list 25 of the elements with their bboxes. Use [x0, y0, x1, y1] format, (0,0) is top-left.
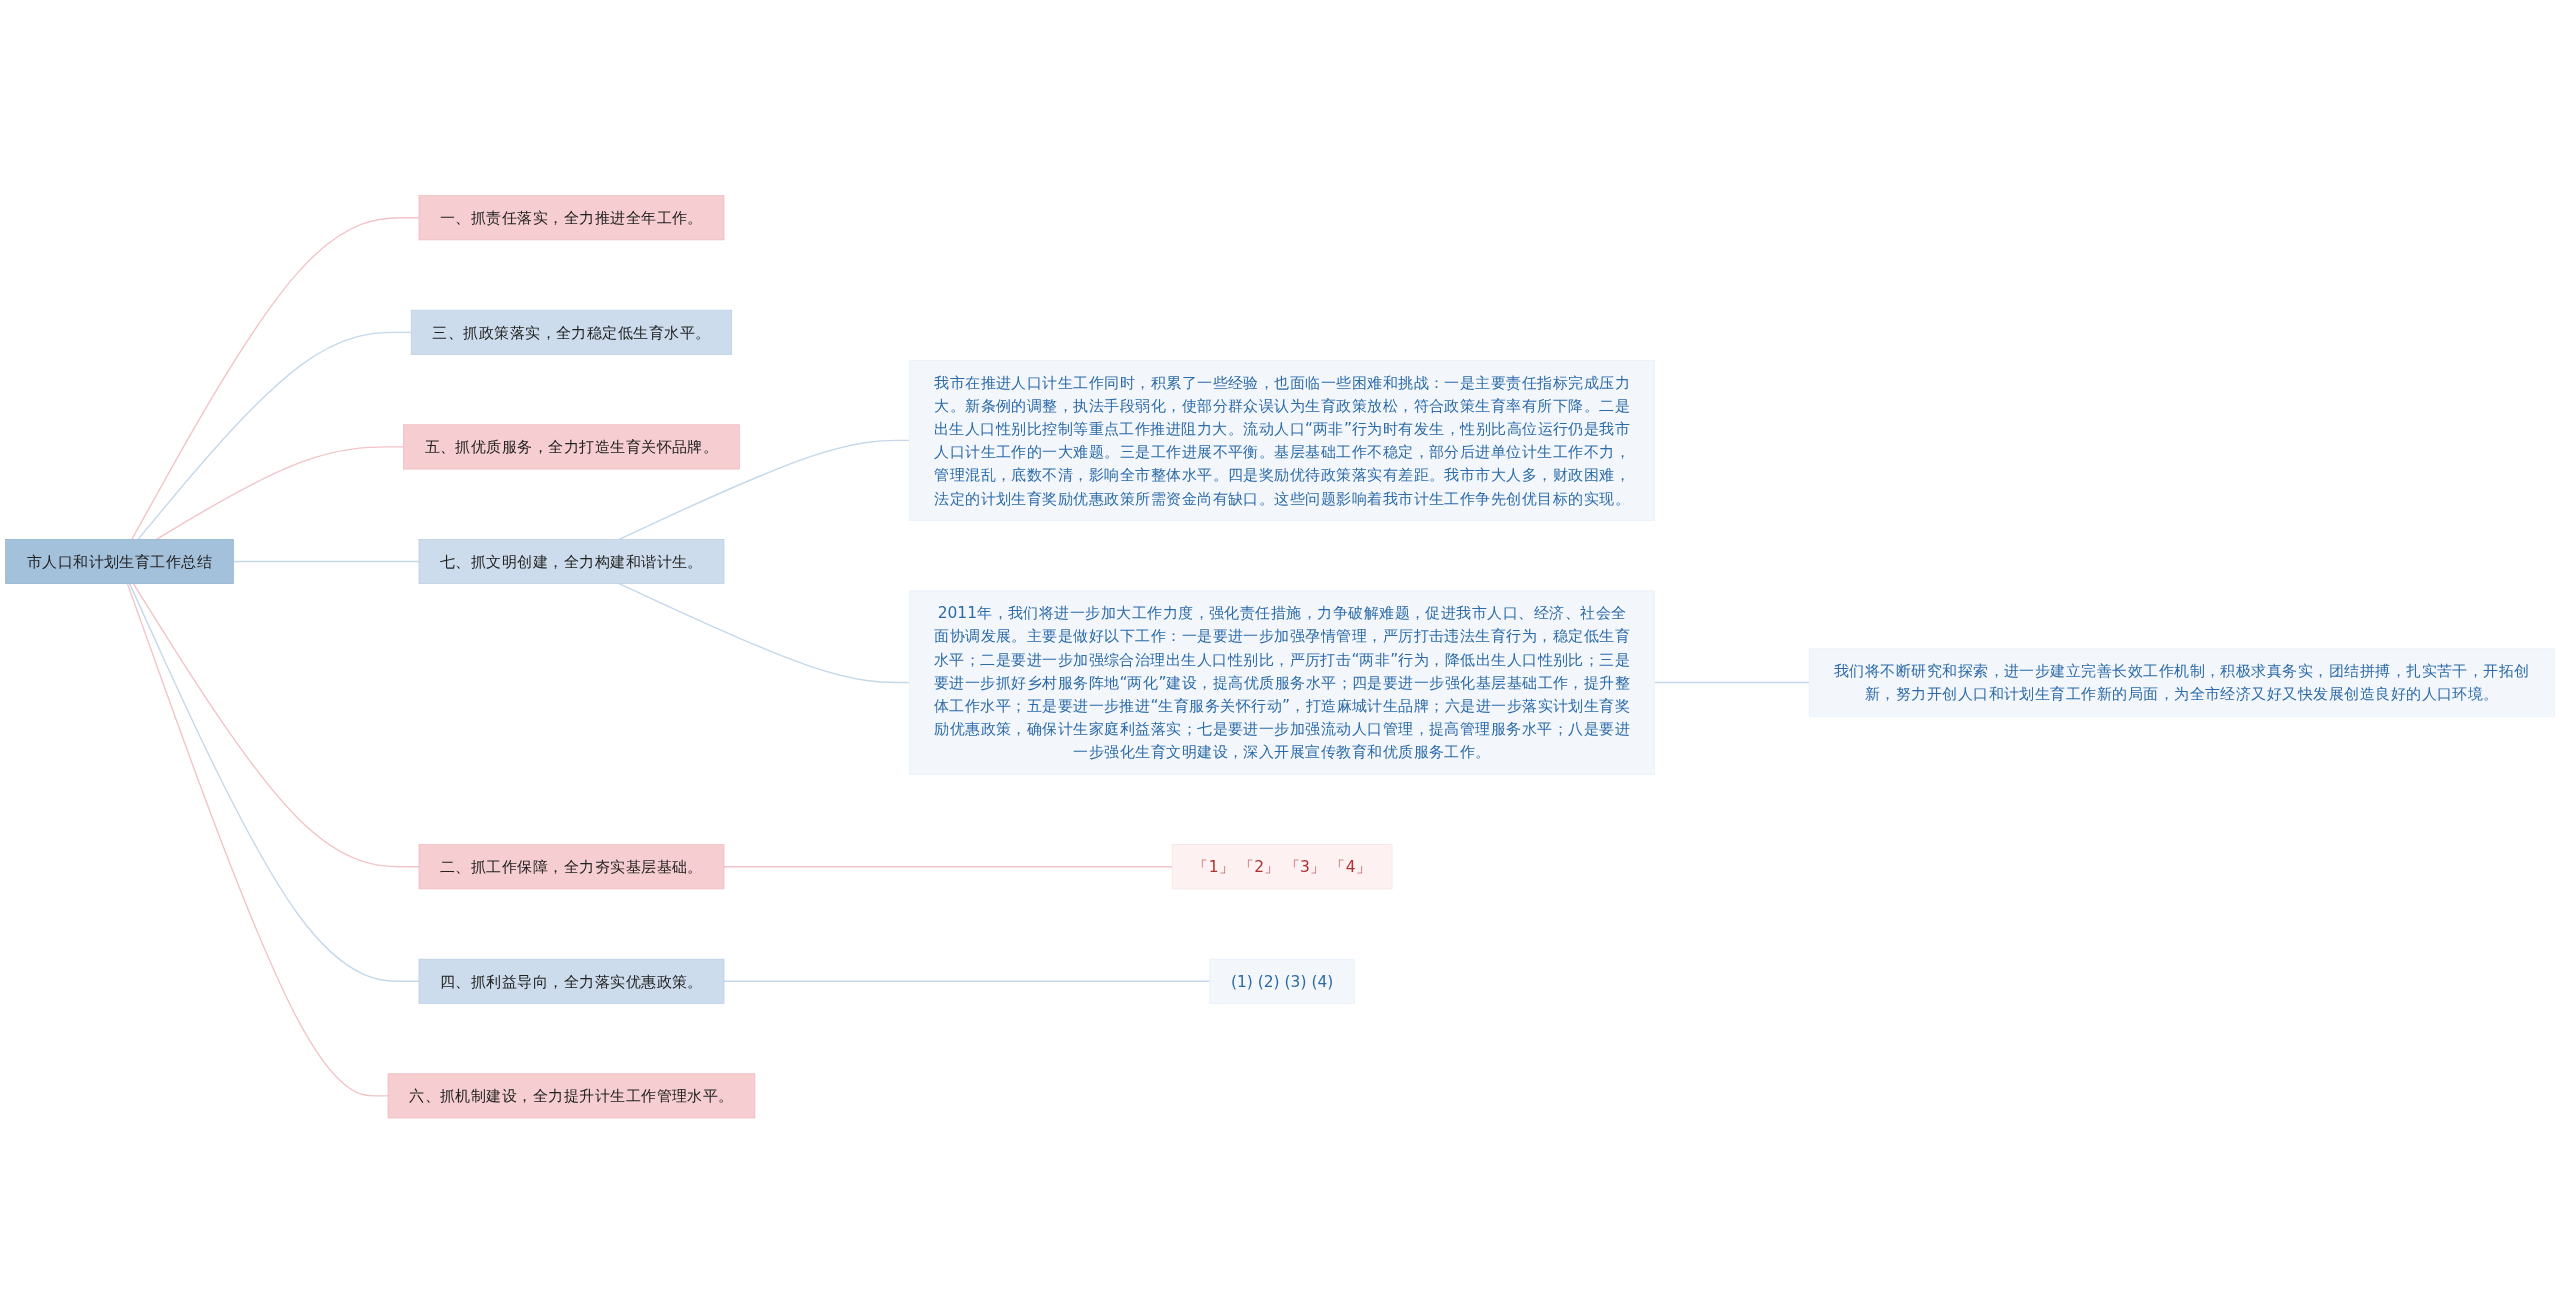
- connector: [618, 439, 911, 540]
- node-box: 一、抓责任落实，全力推进全年工作。: [418, 194, 725, 240]
- node-box: 我们将不断研究和探索，进一步建立完善长效工作机制，积极求真务实，团结拼搏，扎实苦干，开拓创新，努力开创人口和计划生育工作新的局面，为全市经济又好又快发展创造良好的人口环境。: [1808, 648, 2555, 717]
- connector: [723, 980, 1211, 982]
- connector: [126, 582, 389, 1097]
- node-box: 我市在推进人口计生工作同时，积累了一些经验，也面临一些困难和挑战：一是主要责任指标完成压力大。新条例的调整，执法手段弱化，使部分群众误认为生育政策放松，符合政策生育率有所下降。二是出生人口性别比控制等重点工作推进阻力大。流动人口“两非”行为时有发生，性别比高位运行仍是我市人口计生工作的一大难题。三是工作进展不平衡。基层基础工作不稳定，部分后进单位计生工作不力，管理混乱，底数不清，影响全市整体水平。四是奖励优待政策落实有差距。我市市大人多，财政困难，法定的计划生育奖励优惠政策所需资金尚有缺口。这些问题影响着我市计生工作争先创优目标的实现。: [909, 359, 1655, 521]
- node-box: 五、抓优质服务，全力打造生育关怀品牌。: [403, 424, 740, 470]
- node-box: 六、抓机制建设，全力提升计生工作管理水平。: [387, 1073, 756, 1119]
- node-box: 二、抓工作保障，全力夯实基层基础。: [418, 843, 725, 889]
- connector: [1653, 681, 1810, 683]
- connector: [137, 331, 412, 540]
- connector: [618, 582, 911, 683]
- node-box: (1) (2) (3) (4): [1209, 958, 1355, 1004]
- node-box: 市人口和计划生育工作总结: [5, 538, 234, 584]
- node-box: 「1」 「2」 「3」 「4」: [1171, 843, 1393, 889]
- node-box: 四、抓利益导向，全力落实优惠政策。: [418, 958, 725, 1004]
- node-box: 三、抓政策落实，全力稳定低生育水平。: [410, 309, 733, 355]
- connector: [128, 582, 420, 982]
- node-box: 七、抓文明创建，全力构建和谐计生。: [418, 538, 725, 584]
- connector: [232, 560, 420, 562]
- connector: [131, 216, 420, 540]
- connector: [155, 445, 405, 540]
- connector: [132, 582, 420, 868]
- connector: [723, 865, 1173, 868]
- node-box: 2011年，我们将进一步加大工作力度，强化责任措施，力争破解难题，促进我市人口、经济、社会全面协调发展。主要是做好以下工作：一是要进一步加强孕情管理，严厉打击违法生育行为，稳定低生育水平；二是要进一步加强综合治理出生人口性别比，严厉打击“两非”行为，降低出生人口性别比；三是要进一步抓好乡村服务阵地“两化”建设，提高优质服务水平；四是要进一步强化基层基础工作，提升整体工作水平；五是要进一步推进“生育服务关怀行动”，打造麻城计生品牌；六是进一步落实计划生育奖励优惠政策，确保计生家庭利益落实；七是要进一步加强流动人口管理，提高管理服务水平；八是要进一步强化生育文明建设，深入开展宣传教育和优质服务工作。: [909, 590, 1655, 775]
